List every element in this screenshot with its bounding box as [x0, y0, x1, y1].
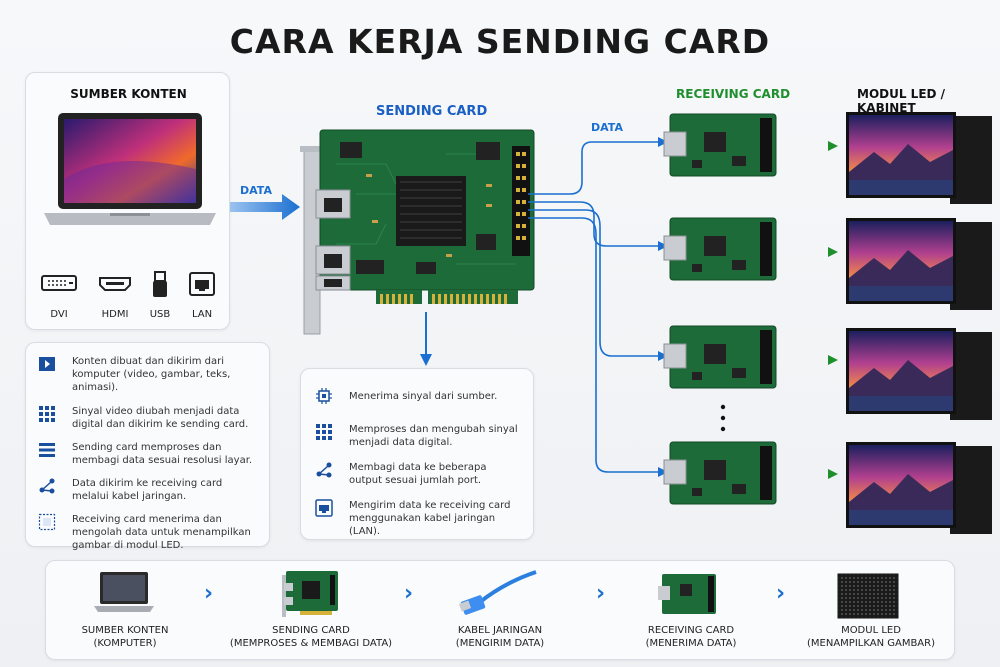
sending-card-board	[300, 129, 535, 335]
receiving-card-heading: RECEIVING CARD	[676, 87, 791, 101]
led-module-1	[846, 112, 992, 204]
function-item: Membagi data ke beberapa output sesuai j…	[315, 461, 521, 499]
process-step: Sending card memproses dan membagi data …	[38, 441, 257, 477]
function-item: Mengirim data ke receiving card mengguna…	[315, 499, 521, 537]
led-module-2	[846, 218, 992, 310]
data-arrow-input	[230, 194, 300, 220]
more-cards-ellipsis	[720, 404, 726, 432]
receiving-card-1	[662, 110, 782, 180]
network-icon	[315, 499, 333, 517]
sending-card-heading: SENDING CARD	[376, 104, 488, 119]
process-step-text: Receiving card menerima dan mengolah dat…	[72, 514, 251, 551]
flow-label-source: SUMBER KONTEN(KOMPUTER)	[81, 625, 169, 649]
network-cable-icon	[458, 570, 537, 615]
flow-label-receiving: RECEIVING CARD(MENERIMA DATA)	[645, 625, 737, 649]
data-label-output: DATA	[591, 121, 623, 134]
flow-label-led: MODUL LED(MENAMPILKAN GAMBAR)	[807, 625, 935, 649]
laptop-icon	[44, 113, 216, 225]
layers-icon	[39, 443, 55, 457]
function-item: Menerima sinyal dari sumber.	[315, 387, 521, 423]
flow-chevron-icon: ›	[776, 581, 786, 606]
share-icon	[316, 462, 332, 478]
port-label-usb: USB	[149, 309, 171, 320]
port-label-hdmi: HDMI	[101, 309, 129, 320]
sending-functions-panel: Menerima sinyal dari sumber. Memproses d…	[300, 368, 534, 540]
led-module-3	[846, 328, 992, 420]
data-label-input: DATA	[240, 184, 272, 197]
process-step-text: Data dikirim ke receiving card melalui k…	[72, 478, 223, 502]
function-text: Mengirim data ke receiving card mengguna…	[349, 500, 511, 537]
hdmi-port-icon	[99, 277, 131, 291]
process-steps-panel: Konten dibuat dan dikirim dari komputer …	[25, 342, 270, 551]
distribution-lines	[528, 137, 668, 477]
receiving-card-3	[662, 322, 782, 392]
source-heading: SUMBER KONTEN	[70, 87, 187, 101]
grid-icon	[316, 424, 332, 440]
usb-port-icon	[153, 271, 167, 297]
flow-chevron-icon: ›	[204, 581, 214, 606]
process-step-text: Konten dibuat dan dikirim dari komputer …	[72, 356, 231, 393]
page-title: CARA KERJA SENDING CARD	[229, 22, 771, 61]
frame-icon	[38, 513, 56, 531]
flow-label-sending: SENDING CARD(MEMPROSES & MEMBAGI DATA)	[229, 625, 393, 649]
flow-chevron-icon: ›	[596, 581, 606, 606]
green-arrows	[790, 141, 838, 479]
source-panel: SUMBER KONTEN DVI HDMI USB LAN	[25, 72, 230, 330]
down-arrow	[420, 312, 432, 366]
sending-card-icon	[282, 571, 338, 617]
receiving-card-4	[662, 438, 782, 508]
dvi-port-icon	[41, 275, 77, 291]
function-text: Memproses dan mengubah sinyal menjadi da…	[349, 424, 518, 448]
port-label-lan: LAN	[191, 309, 213, 320]
function-text: Menerima sinyal dari sumber.	[349, 391, 498, 402]
led-module-heading: MODUL LED / KABINET	[857, 87, 946, 115]
share-icon	[39, 478, 55, 494]
video-icon	[39, 357, 55, 371]
function-item: Memproses dan mengubah sinyal menjadi da…	[315, 423, 521, 461]
flow-chevron-icon: ›	[404, 581, 414, 606]
process-step: Sinyal video diubah menjadi data digital…	[38, 405, 257, 441]
flow-panel	[45, 560, 955, 660]
process-step-text: Sinyal video diubah menjadi data digital…	[72, 406, 249, 430]
process-step: Data dikirim ke receiving card melalui k…	[38, 477, 257, 513]
function-text: Membagi data ke beberapa output sesuai j…	[349, 462, 487, 486]
process-step: Konten dibuat dan dikirim dari komputer …	[38, 355, 257, 405]
led-panel-icon	[837, 573, 899, 619]
port-label-dvi: DVI	[50, 309, 68, 320]
flow-label-cable: KABEL JARINGAN(MENGIRIM DATA)	[455, 625, 545, 649]
grid-icon	[39, 406, 55, 422]
process-step: Receiving card menerima dan mengolah dat…	[38, 513, 257, 557]
receiving-card-icon	[658, 574, 716, 614]
led-module-4	[846, 442, 992, 534]
computer-icon	[94, 572, 154, 612]
receiving-card-2	[662, 214, 782, 284]
lan-port-icon	[189, 272, 215, 296]
chip-icon	[316, 388, 332, 404]
process-step-text: Sending card memproses dan membagi data …	[72, 442, 253, 466]
